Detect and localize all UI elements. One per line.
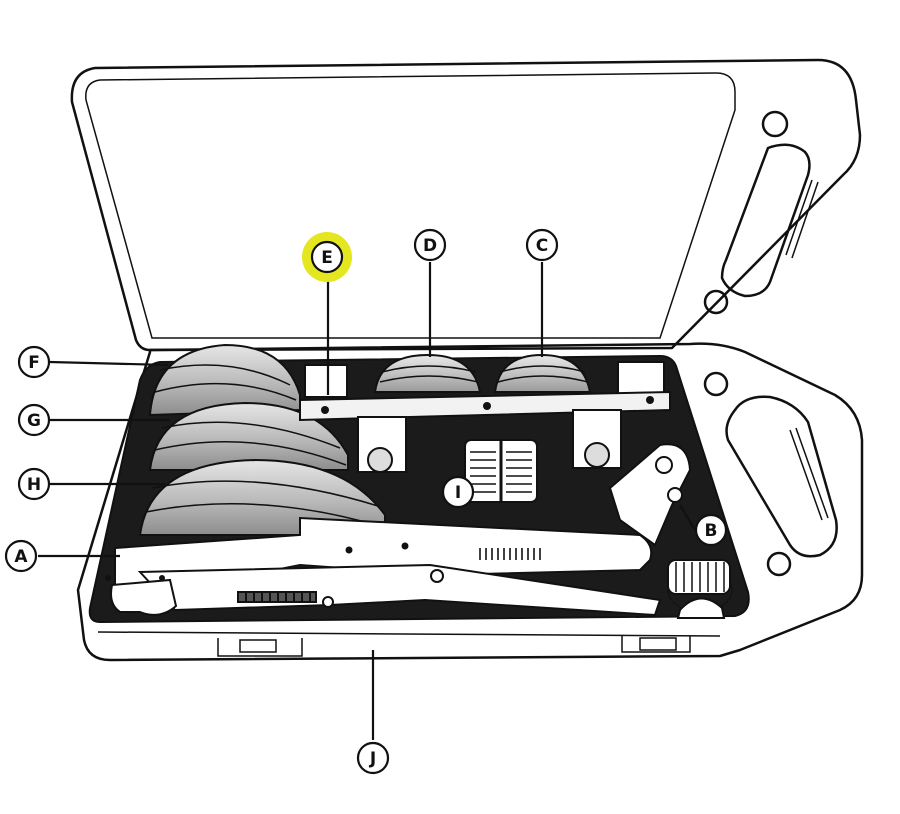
callout-i: I	[441, 475, 475, 509]
latch-left	[217, 638, 303, 657]
callout-c: C	[525, 228, 559, 262]
svg-text:C: C	[536, 236, 548, 256]
svg-text:E: E	[321, 248, 333, 268]
case-lid	[70, 58, 862, 352]
tube-cutter-b	[608, 443, 733, 619]
bending-shoe-g	[148, 401, 349, 471]
callout-h: H	[17, 467, 51, 501]
callout-j: J	[356, 741, 390, 775]
bending-shoe-d	[373, 353, 482, 393]
callout-g: G	[17, 403, 51, 437]
callout-f: F	[17, 345, 51, 379]
callout-a: A	[4, 539, 38, 573]
svg-text:D: D	[423, 236, 437, 256]
svg-text:F: F	[28, 353, 40, 373]
callout-e-highlighted: E	[302, 232, 352, 282]
case-base	[76, 342, 864, 662]
callout-leaders	[38, 262, 696, 740]
latch-right	[621, 636, 691, 653]
roller-i	[464, 439, 538, 503]
base-handle	[725, 395, 838, 558]
svg-text:J: J	[369, 749, 376, 769]
handle-spring	[479, 548, 541, 560]
svg-text:H: H	[27, 475, 41, 495]
svg-text:G: G	[27, 411, 41, 431]
lid-handle	[720, 143, 819, 298]
bender-handle-a	[105, 516, 662, 617]
svg-text:B: B	[705, 521, 718, 541]
svg-text:A: A	[14, 547, 28, 567]
bending-shoe-f	[148, 343, 301, 417]
bending-shoe-h	[138, 458, 386, 536]
roller-frame-e	[299, 361, 671, 473]
lid-hinge-hole	[703, 289, 729, 315]
callout-b: B	[694, 513, 728, 547]
svg-text:I: I	[455, 483, 461, 503]
cutter-knob	[667, 559, 733, 619]
callout-d: D	[413, 228, 447, 262]
handle-ratchet	[237, 591, 317, 603]
lid-hinge-hole	[761, 110, 789, 138]
